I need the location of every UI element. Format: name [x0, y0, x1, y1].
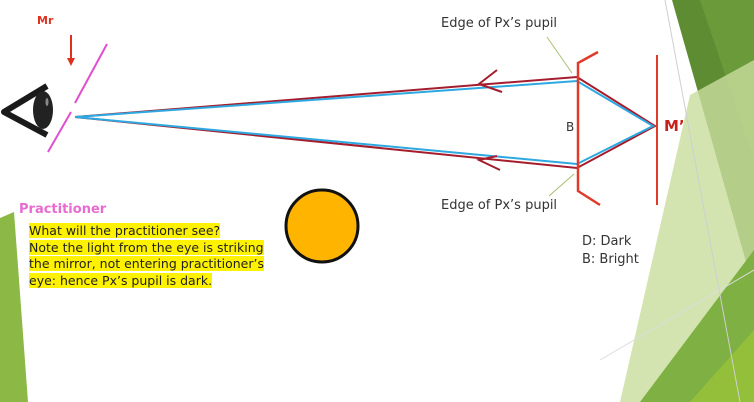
legend-dark: D: Dark	[582, 234, 632, 249]
legend: D: Dark B: Bright	[582, 233, 639, 269]
note-line: the mirror, not entering practitioner’s	[29, 256, 264, 271]
right-decor	[599, 0, 754, 402]
edge-bottom-label: Edge of Px’s pupil	[441, 198, 558, 213]
bright-marker: B	[566, 120, 575, 134]
note-line: eye: hence Px’s pupil is dark.	[29, 272, 213, 288]
mirror-label: Mr	[37, 14, 54, 27]
ray-arrow-bottom	[475, 155, 501, 171]
ray-bundle	[74, 69, 657, 171]
edge-top-pointer	[546, 36, 573, 74]
mirror-line	[47, 43, 108, 153]
legend-bright: B: Bright	[582, 252, 639, 267]
pupil-bracket	[576, 50, 601, 207]
image-point-label: M’	[664, 117, 685, 135]
edge-top-label: Edge of Px’s pupil	[441, 16, 558, 31]
edge-bottom-pointer	[548, 173, 575, 197]
ray-arrow-top	[476, 69, 503, 93]
practitioner-label: Practitioner	[19, 202, 107, 217]
note-box: What will the practitioner see? Note the…	[29, 223, 264, 289]
mirror-pointer-arrow	[67, 35, 75, 66]
pupil-disc	[284, 188, 360, 264]
eye-icon	[1, 83, 53, 138]
note-line: Note the light from the eye is striking	[29, 239, 264, 255]
note-line: What will the practitioner see?	[29, 223, 221, 238]
left-decor	[0, 212, 28, 402]
